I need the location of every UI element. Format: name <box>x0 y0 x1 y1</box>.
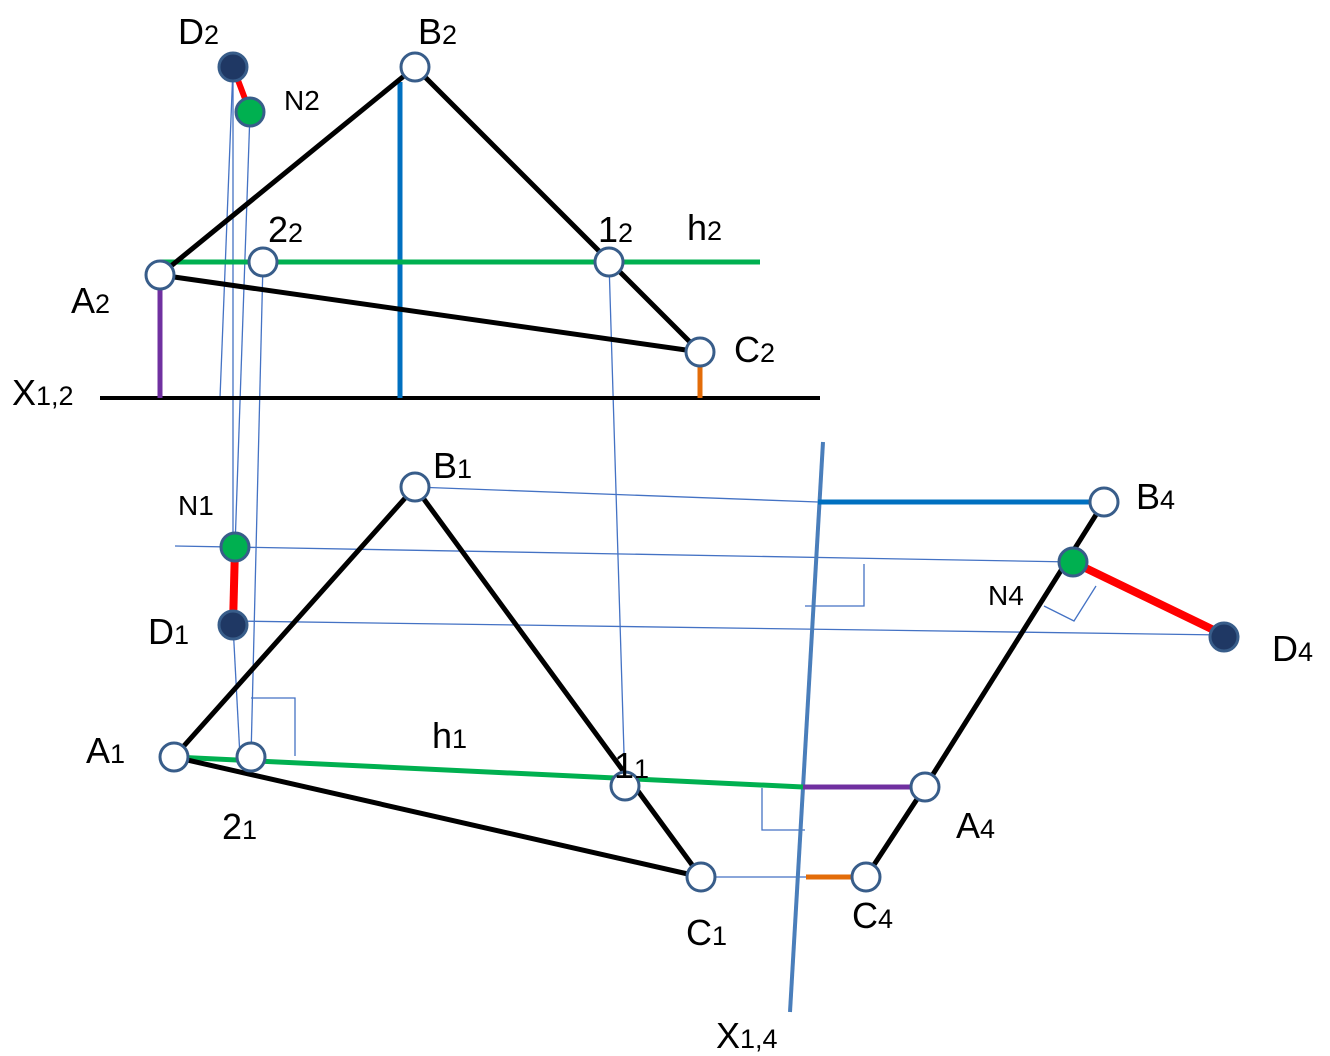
triangle-2-AB <box>158 65 417 277</box>
label-h1: h1 <box>432 715 467 756</box>
label-B4: B4 <box>1136 476 1175 517</box>
label-X12: X1,2 <box>12 372 74 413</box>
label-B2: B2 <box>418 11 457 52</box>
point-B4 <box>1088 486 1120 518</box>
distance-N4-D4 <box>1071 558 1226 639</box>
link-lines <box>174 66 1225 878</box>
label-X14: X1,4 <box>716 1015 778 1056</box>
link-D1-21 <box>232 624 241 758</box>
label-A2: A2 <box>71 280 110 321</box>
label-C1: C1 <box>686 912 727 953</box>
link-12-11 <box>608 261 626 787</box>
label-C2: C2 <box>734 329 775 370</box>
point-D1 <box>217 609 249 641</box>
triangle-4-BA <box>922 500 1107 789</box>
point-C2 <box>684 336 716 368</box>
label-22: 22 <box>268 209 303 250</box>
point-22 <box>247 246 279 278</box>
label-h2: h2 <box>687 207 722 248</box>
label-B1: B1 <box>433 445 472 486</box>
triangle-2-BC <box>413 65 702 354</box>
label-N4: N4 <box>988 580 1024 611</box>
point-21 <box>235 741 267 773</box>
right-angle-mark-N4 <box>1043 585 1097 622</box>
point-D2 <box>217 51 249 83</box>
label-D4: D4 <box>1272 628 1313 669</box>
point-C1 <box>685 861 717 893</box>
point-N2 <box>234 96 266 128</box>
horizontal-h1 <box>173 754 804 790</box>
triangle-2-AC <box>159 272 701 355</box>
triangle-4-AC <box>863 785 928 879</box>
point-N1 <box>219 531 251 563</box>
point-A2 <box>144 259 176 291</box>
link-D2-axis <box>219 66 234 399</box>
right-angle-mark-21 <box>251 697 296 756</box>
point-C4 <box>850 861 882 893</box>
triangle-1-AB <box>172 485 417 759</box>
triangle-1-AC <box>173 754 702 880</box>
label-21: 21 <box>222 806 257 847</box>
link-22-21 <box>250 261 264 758</box>
label-A4: A4 <box>956 805 995 846</box>
point-B1 <box>399 471 431 503</box>
point-N4 <box>1057 546 1089 578</box>
point-12 <box>593 246 625 278</box>
link-N-line <box>174 545 1074 563</box>
right-angle-mark-axis-bottom <box>761 788 805 831</box>
right-angle-mark-axis-top <box>805 564 865 607</box>
label-C4: C4 <box>852 895 893 936</box>
label-D1: D1 <box>148 611 189 652</box>
label-A1: A1 <box>86 730 125 771</box>
label-D2: D2 <box>178 11 219 52</box>
label-11: 11 <box>614 745 649 786</box>
triangle-1-BC <box>412 485 704 879</box>
point-11 <box>609 770 641 802</box>
label-N1: N1 <box>178 490 214 521</box>
label-12: 12 <box>598 209 633 250</box>
link-D1-D4 <box>232 620 1225 636</box>
labels: D2 B2 N2 22 12 h2 A2 C2 X1,2 B1 B4 N1 N4… <box>12 11 1313 1056</box>
link-N2-N1 <box>234 111 251 548</box>
label-N2: N2 <box>284 85 320 116</box>
point-D4 <box>1208 621 1240 653</box>
point-A4 <box>909 771 941 803</box>
link-B1-B4 <box>414 486 819 503</box>
point-A1 <box>158 741 190 773</box>
points <box>144 51 1240 893</box>
point-B2 <box>399 51 431 83</box>
axis-x14 <box>788 441 825 1013</box>
